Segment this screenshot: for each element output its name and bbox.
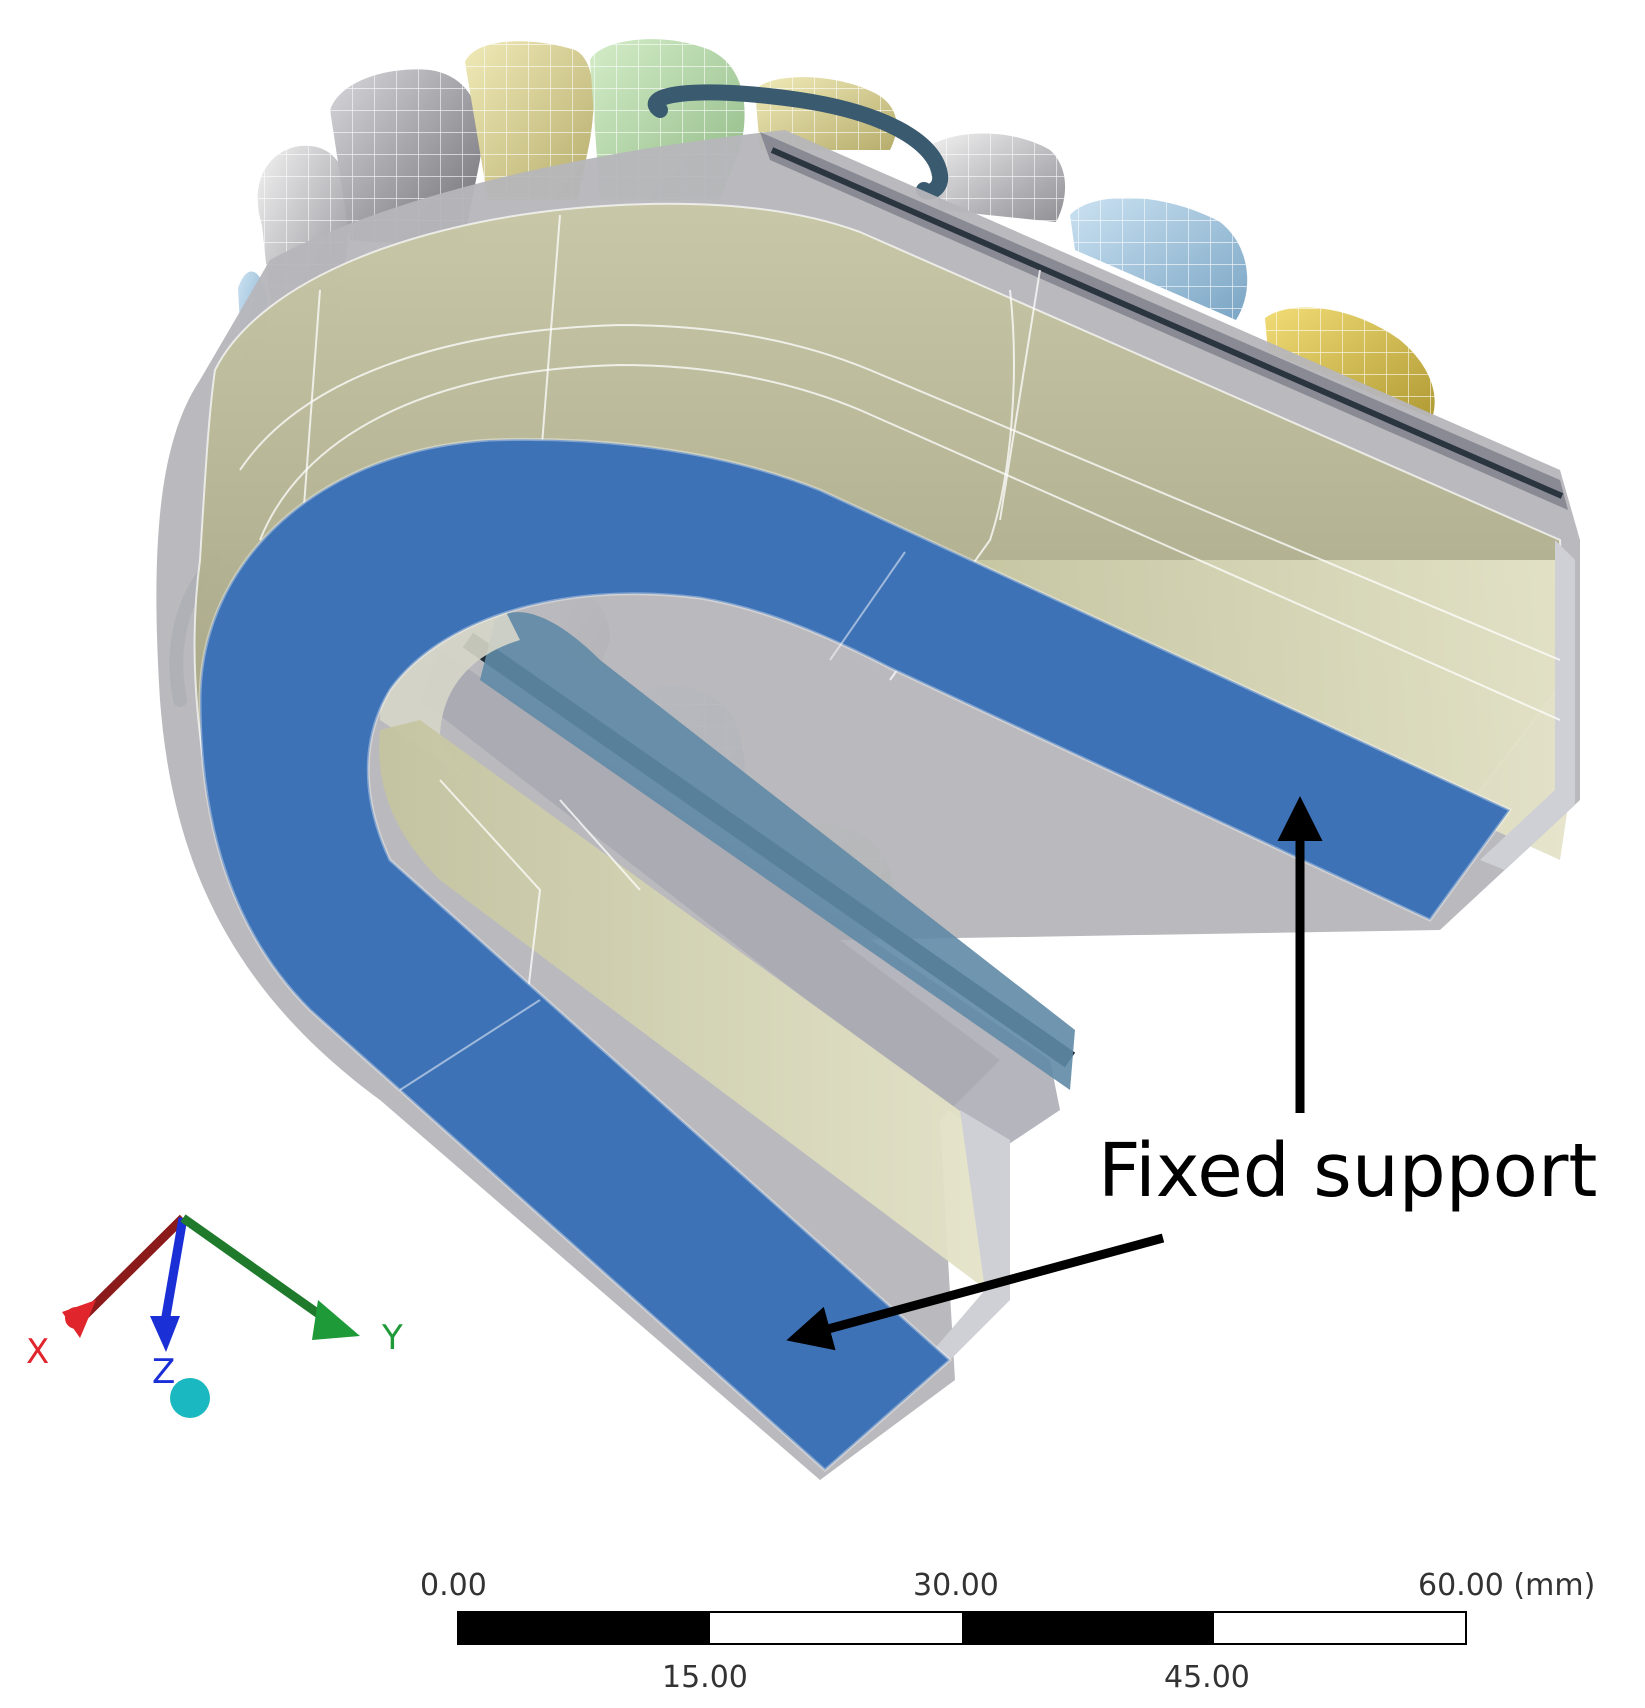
scale-tick-30: 30.00 <box>913 1568 999 1603</box>
tooth <box>465 41 594 200</box>
scale-bar <box>457 1611 1467 1645</box>
scale-tick-60: 60.00 (mm) <box>1418 1568 1596 1603</box>
x-axis-label: X <box>26 1332 50 1372</box>
arrow-left-arm <box>786 1233 1165 1351</box>
tooth <box>1070 197 1248 320</box>
tooth <box>1265 307 1435 418</box>
y-axis-label: Y <box>382 1318 403 1358</box>
origin-ball <box>170 1378 210 1418</box>
fixed-support-label: Fixed support <box>1098 1128 1598 1214</box>
scale-tick-15: 15.00 <box>662 1660 748 1695</box>
z-axis-label: Z <box>152 1352 176 1392</box>
scale-tick-0: 0.00 <box>420 1568 487 1603</box>
fixed-support-face[interactable] <box>198 437 1513 1473</box>
coordinate-triad <box>62 1214 360 1418</box>
tooth <box>925 133 1066 222</box>
scale-tick-45: 45.00 <box>1164 1660 1250 1695</box>
annotation-arrows <box>786 796 1323 1351</box>
